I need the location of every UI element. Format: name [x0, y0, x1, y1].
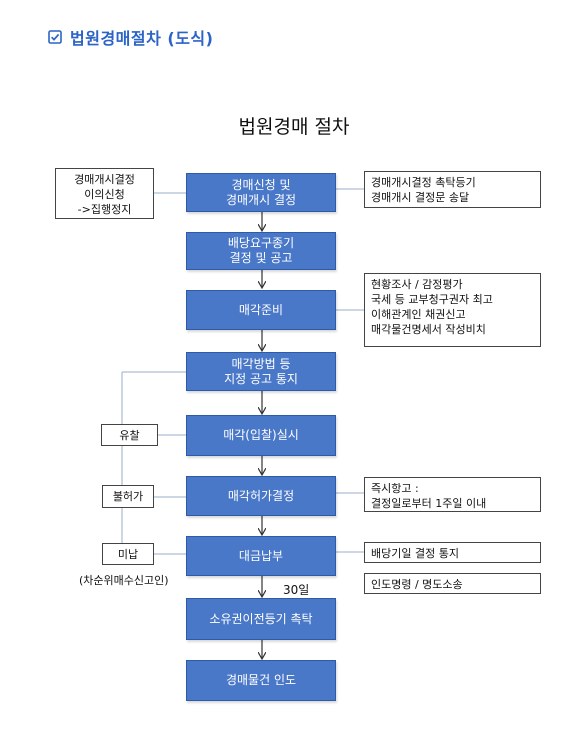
step-dividend-deadline: 배당요구종기 결정 및 공고: [186, 232, 336, 270]
note-unpaid: 미납: [102, 543, 154, 565]
note-failed-bid: 유찰: [101, 424, 158, 446]
step-bidding: 매각(입찰)실시: [186, 415, 336, 456]
diagram-title: 법원경매 절차: [238, 116, 350, 138]
note-immediate-appeal: 즉시항고 : 결정일로부터 1주일 이내: [364, 477, 541, 512]
section-header: 법원경매절차 (도식): [48, 25, 213, 49]
step-delivery: 경매물건 인도: [186, 660, 336, 701]
checkbox-icon: [48, 30, 62, 44]
note-registration-service: 경매개시결정 촉탁등기 경매개시 결정문 송달: [364, 171, 541, 208]
label-30-days: 30일: [283, 583, 310, 597]
note-preparation-details: 현황조사 / 감정평가 국세 등 교부청구권자 최고 이해관계인 채권신고 매각…: [364, 273, 541, 347]
step-payment: 대금납부: [186, 536, 336, 576]
header-title: 법원경매절차 (도식): [70, 29, 214, 48]
step-ownership-registration: 소유권이전등기 촉탁: [186, 598, 336, 640]
note-dividend-date: 배당기일 결정 통지: [364, 542, 541, 563]
step-sale-method-notice: 매각방법 등 지정 공고 통지: [186, 352, 336, 391]
note-delivery-order: 인도명령 / 명도소송: [364, 573, 541, 594]
note-objection: 경매개시결정 이의신청 ->집행정지: [55, 168, 154, 219]
step-sale-preparation: 매각준비: [186, 290, 336, 330]
step-sale-permission: 매각허가결정: [186, 476, 336, 516]
label-rebidder: (차순위매수신고인): [79, 574, 169, 587]
note-rejection: 불허가: [102, 485, 154, 508]
step-auction-application: 경매신청 및 경매개시 결정: [186, 173, 336, 212]
